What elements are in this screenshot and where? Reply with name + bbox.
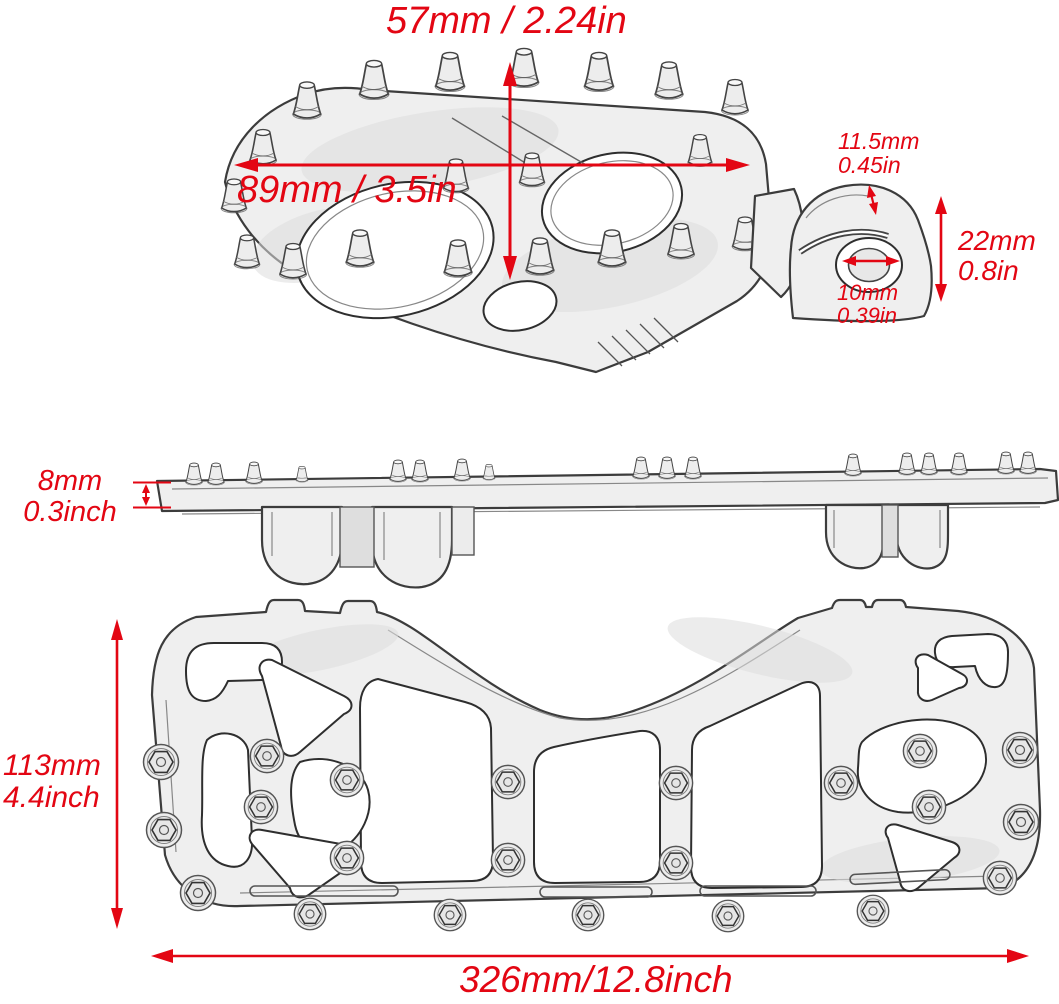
plate-thickness-dimension-label: 8mm 0.3inch xyxy=(20,466,120,527)
board-length-dimension-label: 326mm/12.8inch xyxy=(459,959,733,1000)
board-depth-inch: 4.4inch xyxy=(3,780,100,814)
board-depth-mm: 113mm xyxy=(3,749,101,782)
floorboard-view-drawing xyxy=(142,598,1042,933)
peg-mount-clamp-drawing xyxy=(749,183,933,323)
plate-thickness-mm: 8mm xyxy=(37,465,103,497)
side-right-clamp xyxy=(824,503,950,570)
board-depth-dimension-label: 113mm 4.4inch xyxy=(3,750,101,814)
mount-hole-dimension-label: 10mm 0.39in xyxy=(837,281,898,328)
mount-hole-mm: 10mm xyxy=(837,280,899,305)
clamp-slot-dimension-label: 11.5mm 0.45in xyxy=(838,129,919,178)
clamp-slot-inch: 0.45in xyxy=(838,152,901,179)
peg-length-dimension-label: 89mm / 3.5in xyxy=(237,169,457,211)
peg-width-dimension-label: 57mm / 2.24in xyxy=(386,0,627,42)
clamp-height-mm: 22mm xyxy=(958,225,1036,256)
side-left-clamp xyxy=(260,505,475,589)
footpeg-angled-view-drawing xyxy=(220,47,933,374)
clamp-slot-mm: 11.5mm xyxy=(838,128,920,154)
mount-hole-inch: 0.39in xyxy=(837,303,897,329)
dimension-lines xyxy=(111,62,1029,963)
plate-thickness-inch: 0.3inch xyxy=(23,495,117,528)
clamp-height-inch: 0.8in xyxy=(958,254,1019,286)
clamp-height-dimension-label: 22mm 0.8in xyxy=(958,226,1036,285)
footpeg-side-view-drawing xyxy=(155,451,1059,589)
